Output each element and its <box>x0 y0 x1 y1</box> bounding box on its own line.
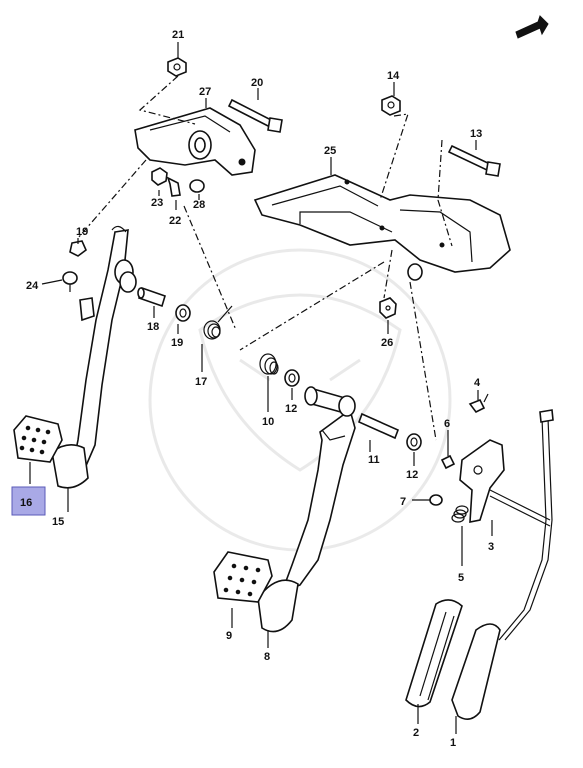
bolt-4[interactable] <box>468 393 489 414</box>
return-spring-17[interactable] <box>203 305 233 340</box>
accelerator-pad-2[interactable] <box>405 599 463 708</box>
brake-pad-9[interactable] <box>213 551 273 603</box>
callout-22[interactable]: 22 <box>169 215 181 227</box>
spring-5[interactable] <box>451 505 469 523</box>
callout-2[interactable]: 2 <box>413 727 419 739</box>
clutch-stop-bracket[interactable] <box>79 297 95 322</box>
callout-9[interactable]: 9 <box>226 630 232 642</box>
callout-12-right[interactable]: 12 <box>406 469 418 481</box>
callout-3[interactable]: 3 <box>488 541 494 553</box>
selected-part-highlight <box>11 486 46 516</box>
nut-21[interactable] <box>167 57 187 77</box>
accelerator-rod[interactable] <box>489 409 554 641</box>
callout-28[interactable]: 28 <box>193 199 205 211</box>
clutch-pad-rubber[interactable] <box>51 444 89 489</box>
leader-lines <box>29 42 493 734</box>
callout-14[interactable]: 14 <box>387 70 400 82</box>
callout-13[interactable]: 13 <box>470 128 482 140</box>
callout-25[interactable]: 25 <box>324 145 336 157</box>
callout-16[interactable]: 16 <box>20 497 32 509</box>
brake-pedal-arm[interactable] <box>280 408 356 594</box>
callout-12-left[interactable]: 12 <box>285 403 297 415</box>
accelerator-bracket-3[interactable] <box>459 439 505 523</box>
callout-17[interactable]: 17 <box>195 376 207 388</box>
callout-18[interactable]: 18 <box>147 321 159 333</box>
callout-11[interactable]: 11 <box>368 454 380 466</box>
bushing-19[interactable] <box>175 304 191 322</box>
bolt-26[interactable] <box>379 297 397 319</box>
callout-6[interactable]: 6 <box>444 418 450 430</box>
bushing-12-right[interactable] <box>406 433 422 451</box>
callout-21[interactable]: 21 <box>172 29 184 41</box>
callout-8[interactable]: 8 <box>264 651 270 663</box>
pedal-pad-16[interactable] <box>13 415 63 463</box>
callout-23[interactable]: 23 <box>151 197 163 209</box>
callout-26[interactable]: 26 <box>381 337 393 349</box>
clip-19-upper[interactable] <box>69 240 87 257</box>
bushing-clutch[interactable] <box>114 259 137 293</box>
washer-28[interactable] <box>189 179 205 193</box>
shaft-bushing-brake[interactable] <box>304 386 356 417</box>
bushing-12-left[interactable] <box>284 369 300 387</box>
front-arrow-icon <box>515 15 549 39</box>
callout-10[interactable]: 10 <box>262 416 274 428</box>
callout-19-lower[interactable]: 19 <box>171 337 183 349</box>
callout-1[interactable]: 1 <box>450 737 456 749</box>
callout-20[interactable]: 20 <box>251 77 263 89</box>
callout-4[interactable]: 4 <box>474 377 481 389</box>
callout-7[interactable]: 7 <box>400 496 406 508</box>
nut-14[interactable] <box>381 95 401 116</box>
callout-15[interactable]: 15 <box>52 516 64 528</box>
callout-19-upper[interactable]: 19 <box>76 226 88 238</box>
callout-5[interactable]: 5 <box>458 572 464 584</box>
nut-23[interactable] <box>151 167 168 186</box>
pedal-bracket[interactable] <box>253 174 511 281</box>
stopper-24[interactable] <box>62 271 78 292</box>
spring-10[interactable] <box>259 353 279 375</box>
callout-24[interactable]: 24 <box>26 280 39 292</box>
bolt-13[interactable] <box>447 144 501 177</box>
callout-27[interactable]: 27 <box>199 86 211 98</box>
pin-11[interactable] <box>357 412 400 440</box>
bolt-20[interactable] <box>227 98 283 133</box>
callout-labels: 21 20 27 14 13 25 23 22 28 19 24 18 19 2… <box>20 29 494 749</box>
bolt-22[interactable] <box>166 176 181 197</box>
upper-bracket[interactable] <box>134 107 256 176</box>
pin-18[interactable] <box>137 286 166 308</box>
clip-6[interactable] <box>440 454 456 470</box>
accelerator-pedal-1[interactable] <box>451 623 501 720</box>
bolt-7[interactable] <box>429 494 443 506</box>
